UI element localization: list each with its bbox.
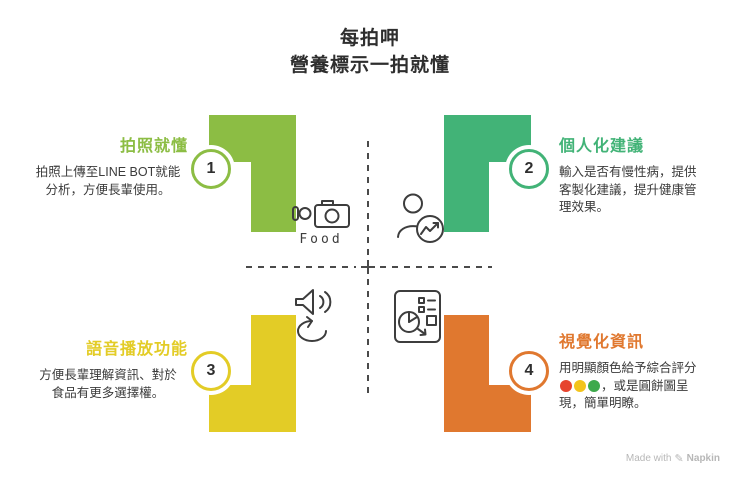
watermark-brand: Napkin (686, 453, 720, 464)
quadrant-divider-cross (246, 141, 492, 393)
quadrant4-bracket-vertical (444, 315, 489, 432)
quadrant3-body: 方便長輩理解資訊、對於食品有更多選擇權。 (28, 367, 188, 402)
quadrant2-heading: 個人化建議 (559, 138, 645, 155)
body-line: 拍照上傳至LINE BOT就能 (35, 165, 181, 179)
quadrant1-number: 1 (206, 160, 216, 177)
quadrant2-bracket-vertical (444, 115, 489, 232)
title-line-1: 每拍呷 (339, 28, 400, 49)
page-title: 每拍呷 營養標示一拍就懂 (0, 25, 740, 79)
body-line: 分析，方便長輩使用。 (45, 182, 171, 197)
pen-icon: ✎ (674, 453, 684, 465)
quadrant1-bracket-vertical (251, 115, 296, 232)
camera-food-icon: Food (290, 196, 352, 247)
quadrant1-number-badge: 1 (191, 149, 231, 189)
body-line: ，或是圓餅圖呈 (601, 378, 689, 393)
quadrant3-bracket-vertical (251, 315, 296, 432)
body-line: 方便長輩理解資訊、對於 (39, 368, 177, 382)
body-line: 食品有更多選擇權。 (51, 385, 165, 400)
watermark: Made with ✎ Napkin (626, 452, 720, 465)
body-line: 現，簡單明瞭。 (559, 396, 647, 410)
camera-food-label: Food (299, 232, 343, 247)
score-dot-red (560, 379, 572, 392)
quadrant4-text-block: 視覺化資訊 用明顯顏色給予綜合評分 ，或是圓餅圖呈現，簡單明瞭。 (559, 333, 714, 413)
quadrant1-body: 拍照上傳至LINE BOT就能分析，方便長輩使用。 (28, 164, 188, 199)
quadrant3-number: 3 (206, 362, 216, 379)
quadrant3-number-badge: 3 (191, 351, 231, 391)
quadrant1-text-block: 拍照就懂 拍照上傳至LINE BOT就能分析，方便長輩使用。 (28, 137, 188, 199)
watermark-prefix: Made with (625, 453, 672, 464)
score-dot-green (588, 379, 600, 392)
visual-report-icon (392, 288, 444, 346)
body-line: 客製化建議，提升健康管 (559, 182, 697, 197)
quadrant4-body: 用明顯顏色給予綜合評分 ，或是圓餅圖呈現，簡單明瞭。 (559, 360, 714, 413)
body-line: 輸入是否有慢性病，提供 (559, 165, 697, 179)
title-line-2: 營養標示一拍就懂 (289, 55, 450, 76)
body-line: 用明顯顏色給予綜合評分 (559, 361, 697, 375)
quadrant2-number: 2 (524, 160, 534, 177)
body-line: 理效果。 (559, 200, 610, 214)
quadrant4-heading: 視覺化資訊 (559, 334, 645, 351)
quadrant2-number-badge: 2 (509, 149, 549, 189)
personal-advice-icon (396, 192, 446, 246)
quadrant3-text-block: 語音播放功能 方便長輩理解資訊、對於食品有更多選擇權。 (28, 340, 188, 402)
quadrant2-text-block: 個人化建議 輸入是否有慢性病，提供客製化建議，提升健康管理效果。 (559, 137, 709, 217)
voice-playback-icon (289, 282, 341, 344)
quadrant1-heading: 拍照就懂 (119, 138, 188, 155)
quadrant4-number-badge: 4 (509, 351, 549, 391)
quadrant2-body: 輸入是否有慢性病，提供客製化建議，提升健康管理效果。 (559, 164, 709, 217)
quadrant3-heading: 語音播放功能 (85, 341, 188, 358)
quadrant4-number: 4 (524, 362, 534, 379)
score-dot-yellow (574, 379, 586, 392)
